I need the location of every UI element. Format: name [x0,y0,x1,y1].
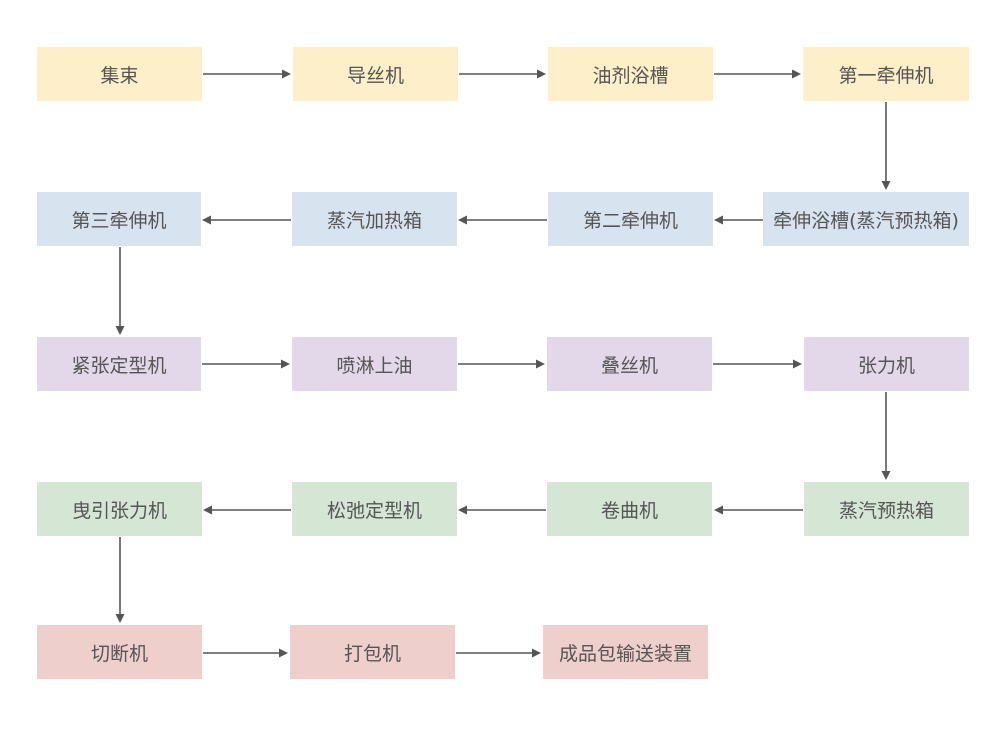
flow-arrow-17 [203,648,288,658]
step-10: 喷淋上油 [292,337,457,391]
flow-arrow-14 [458,505,546,515]
step-13: 蒸汽预热箱 [804,482,969,536]
flow-arrow-4 [881,102,891,190]
step-17: 切断机 [37,625,202,679]
flow-arrow-2 [459,69,546,79]
flow-arrow-3 [714,69,801,79]
flow-arrow-18 [456,648,541,658]
flow-arrow-6 [458,215,547,225]
step-2: 导丝机 [293,47,458,101]
step-5: 牵伸浴槽(蒸汽预热箱) [763,192,969,246]
step-15: 松弛定型机 [292,482,457,536]
step-14: 卷曲机 [547,482,712,536]
flow-arrow-10 [458,359,545,369]
flow-arrow-8 [115,247,125,335]
step-3: 油剂浴槽 [548,47,713,101]
step-9: 紧张定型机 [37,337,201,391]
flow-arrow-13 [714,505,803,515]
step-1: 集束 [37,47,202,101]
step-4: 第一牵伸机 [803,47,969,101]
step-7: 蒸汽加热箱 [292,192,457,246]
flow-arrow-7 [202,215,291,225]
step-11: 叠丝机 [547,337,712,391]
step-16: 曳引张力机 [37,482,202,536]
step-18: 打包机 [290,625,455,679]
flow-arrow-1 [203,69,291,79]
flow-arrow-5 [714,215,763,225]
flow-arrow-9 [202,359,290,369]
flow-arrow-16 [115,537,125,623]
step-19: 成品包输送装置 [543,625,708,679]
step-8: 第三牵伸机 [37,192,201,246]
flow-arrow-11 [713,359,802,369]
flow-arrow-15 [203,505,291,515]
step-12: 张力机 [804,337,969,391]
flow-arrow-12 [881,392,891,480]
step-6: 第二牵伸机 [548,192,713,246]
